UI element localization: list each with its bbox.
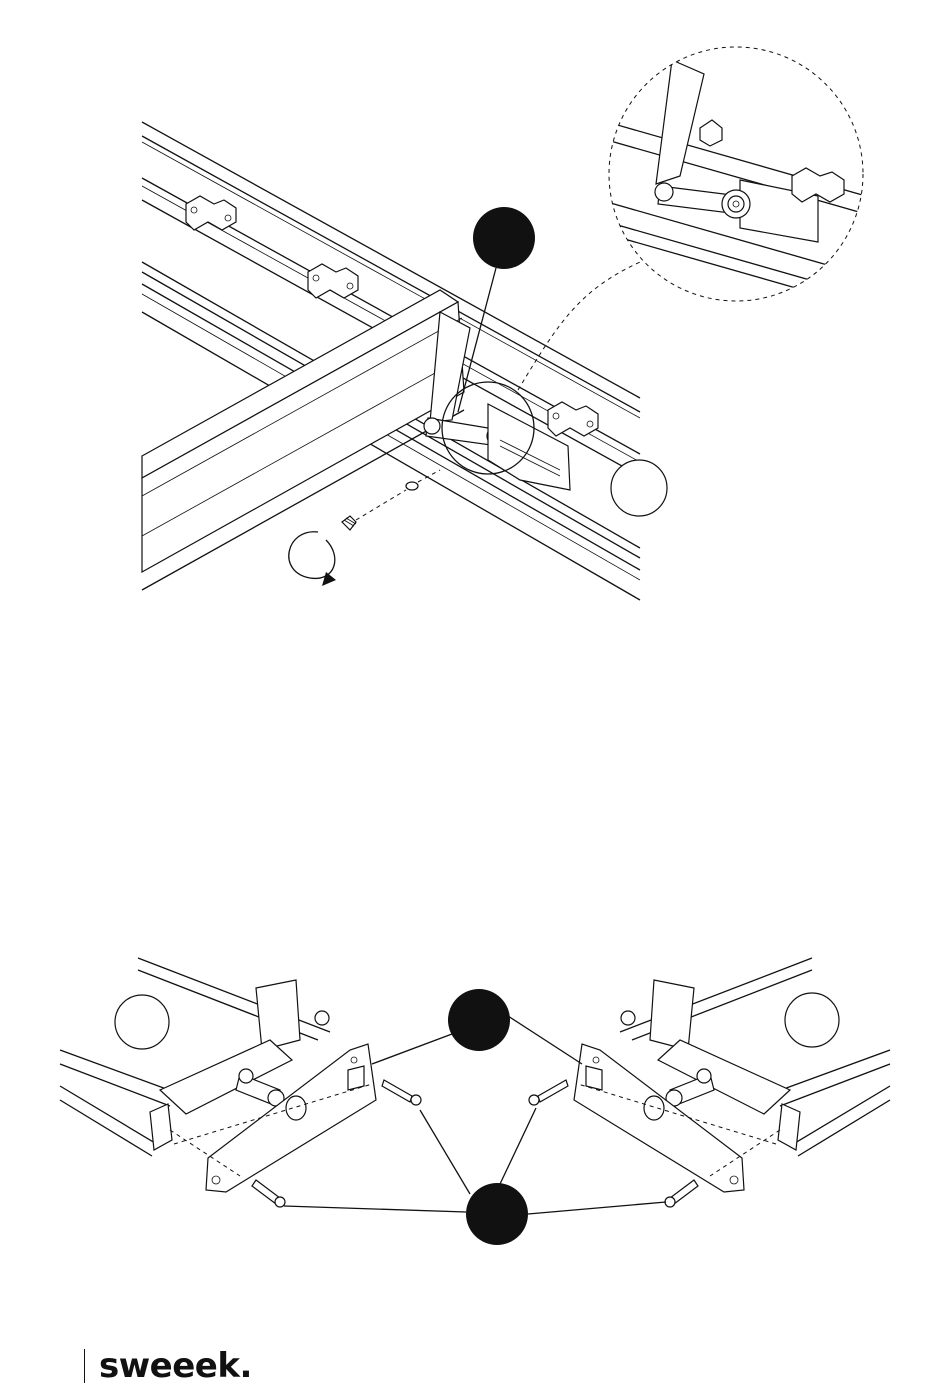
screw-left-lower	[252, 1180, 285, 1207]
slat-clip-1	[186, 196, 236, 230]
footer: sweeek.	[84, 1346, 252, 1386]
washer	[406, 482, 418, 490]
screw-guide-line	[356, 490, 406, 520]
screw-left-upper	[382, 1080, 421, 1105]
callout-outline-right	[785, 993, 839, 1047]
washer-guide-line	[418, 470, 440, 482]
screw-right-upper	[529, 1080, 568, 1105]
detail-zoom-bubble	[600, 47, 880, 312]
callout-filled-screws	[466, 1183, 528, 1245]
cross-bar	[142, 290, 464, 590]
screw	[342, 516, 356, 530]
slat-clip-3	[548, 402, 598, 436]
footer-divider	[84, 1349, 85, 1383]
zoom-leader-line	[518, 262, 640, 390]
slat-clip-2	[308, 264, 358, 298]
callout-filled-bracket	[448, 989, 510, 1051]
assembly-step-illustration-bottom	[0, 940, 950, 1260]
screw-right-lower	[665, 1180, 698, 1207]
assembly-step-illustration-top	[0, 0, 950, 640]
rotate-clockwise-icon	[289, 532, 336, 586]
callout-filled	[473, 207, 535, 269]
brand-logo: sweeek.	[99, 1349, 252, 1383]
callout-outline-left	[115, 995, 169, 1049]
callout-outline	[611, 460, 667, 516]
